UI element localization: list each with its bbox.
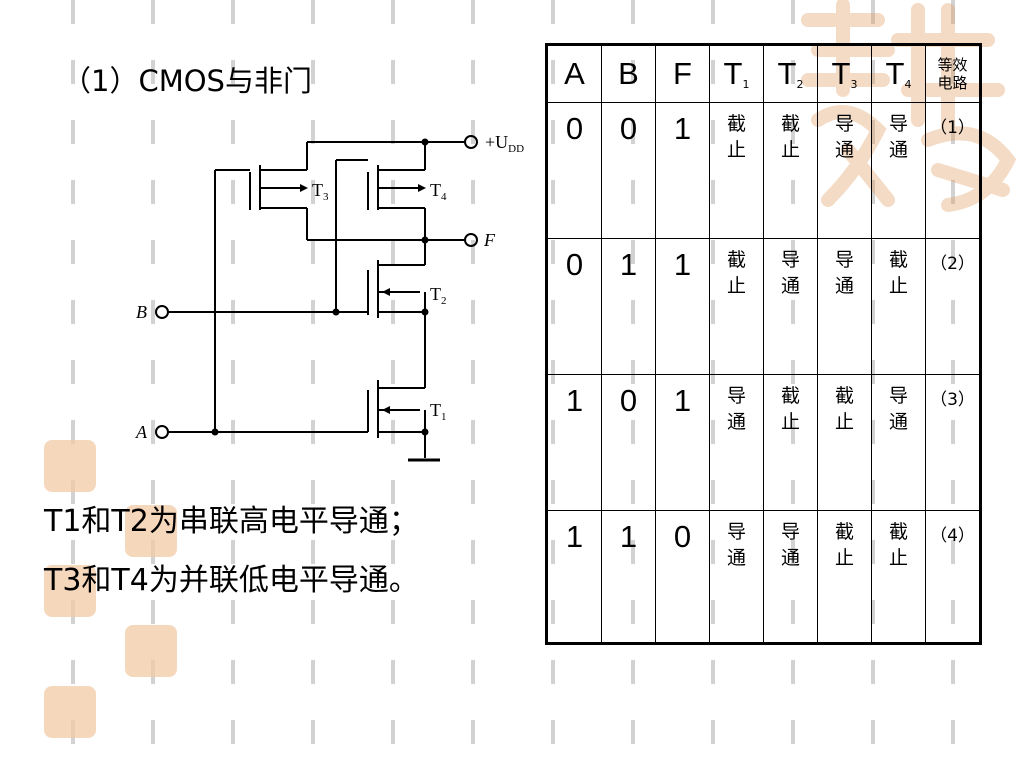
explanation-notes: T1和T2为串联高电平导通； T3和T4为并联低电平导通。 bbox=[44, 492, 419, 610]
cell-t3: 截止 bbox=[817, 510, 872, 644]
cell-a: 0 bbox=[546, 238, 602, 375]
cell-t1: 截止 bbox=[709, 238, 764, 375]
output-f-label: F bbox=[483, 230, 496, 250]
header-t2: T2 bbox=[763, 44, 818, 103]
cell-equivalent: （3） bbox=[925, 374, 981, 511]
seal-stamp bbox=[44, 565, 96, 617]
cell-t2: 导通 bbox=[763, 238, 818, 375]
cell-t4: 导通 bbox=[871, 374, 926, 511]
cell-f: 0 bbox=[655, 510, 710, 644]
cell-a: 0 bbox=[546, 102, 602, 239]
cell-t2: 截止 bbox=[763, 374, 818, 511]
cell-b: 1 bbox=[601, 238, 656, 375]
header-f: F bbox=[655, 44, 710, 103]
input-a-label: A bbox=[135, 422, 148, 442]
t4-label: T4 bbox=[430, 180, 447, 203]
table-row: 1 0 1 导通 截止 截止 导通 （3） bbox=[546, 374, 981, 511]
table-row: 1 1 0 导通 导通 截止 截止 （4） bbox=[546, 510, 981, 644]
table-row: 0 0 1 截止 截止 导通 导通 （1） bbox=[546, 102, 981, 239]
cell-t2: 截止 bbox=[763, 102, 818, 239]
note-line: T3和T4为并联低电平导通。 bbox=[44, 563, 419, 598]
header-b: B bbox=[601, 44, 656, 103]
cell-a: 1 bbox=[546, 374, 602, 511]
seal-stamp bbox=[44, 440, 96, 492]
seal-stamp bbox=[125, 625, 177, 677]
table-header-row: A B F T1 T2 T3 T4 等效电路 bbox=[546, 44, 981, 103]
cell-f: 1 bbox=[655, 374, 710, 511]
cell-t3: 导通 bbox=[817, 102, 872, 239]
cell-equivalent: （4） bbox=[925, 510, 981, 644]
slide-title: （1）CMOS与非门 bbox=[62, 64, 312, 98]
cell-t4: 截止 bbox=[871, 510, 926, 644]
cell-t4: 截止 bbox=[871, 238, 926, 375]
cell-t4: 导通 bbox=[871, 102, 926, 239]
cell-a: 1 bbox=[546, 510, 602, 644]
cmos-nand-circuit: +UDD F B A T3 T4 T2 T1 bbox=[135, 132, 524, 462]
cell-t1: 导通 bbox=[709, 510, 764, 644]
cell-b: 0 bbox=[601, 374, 656, 511]
cell-t1: 导通 bbox=[709, 374, 764, 511]
cell-f: 1 bbox=[655, 102, 710, 239]
truth-table: A B F T1 T2 T3 T4 等效电路 0 0 1 截止 截止 导通 导通… bbox=[545, 43, 982, 645]
t2-label: T2 bbox=[430, 284, 447, 307]
note-line: T1和T2为串联高电平导通； bbox=[44, 504, 419, 539]
cell-f: 1 bbox=[655, 238, 710, 375]
cell-b: 0 bbox=[601, 102, 656, 239]
cell-t1: 截止 bbox=[709, 102, 764, 239]
table-row: 0 1 1 截止 导通 导通 截止 （2） bbox=[546, 238, 981, 375]
header-t4: T4 bbox=[871, 44, 926, 103]
t1-label: T1 bbox=[430, 400, 447, 423]
cell-b: 1 bbox=[601, 510, 656, 644]
input-b-label: B bbox=[136, 302, 147, 322]
t3-label: T3 bbox=[312, 180, 329, 203]
seal-stamp bbox=[125, 505, 177, 557]
cell-equivalent: （1） bbox=[925, 102, 981, 239]
header-a: A bbox=[546, 44, 602, 103]
cell-t2: 导通 bbox=[763, 510, 818, 644]
cell-equivalent: （2） bbox=[925, 238, 981, 375]
header-t3: T3 bbox=[817, 44, 872, 103]
seal-stamp bbox=[44, 686, 96, 738]
cell-t3: 截止 bbox=[817, 374, 872, 511]
vdd-label: +UDD bbox=[485, 132, 524, 155]
header-equivalent-circuit: 等效电路 bbox=[925, 44, 981, 103]
header-t1: T1 bbox=[709, 44, 764, 103]
cell-t3: 导通 bbox=[817, 238, 872, 375]
